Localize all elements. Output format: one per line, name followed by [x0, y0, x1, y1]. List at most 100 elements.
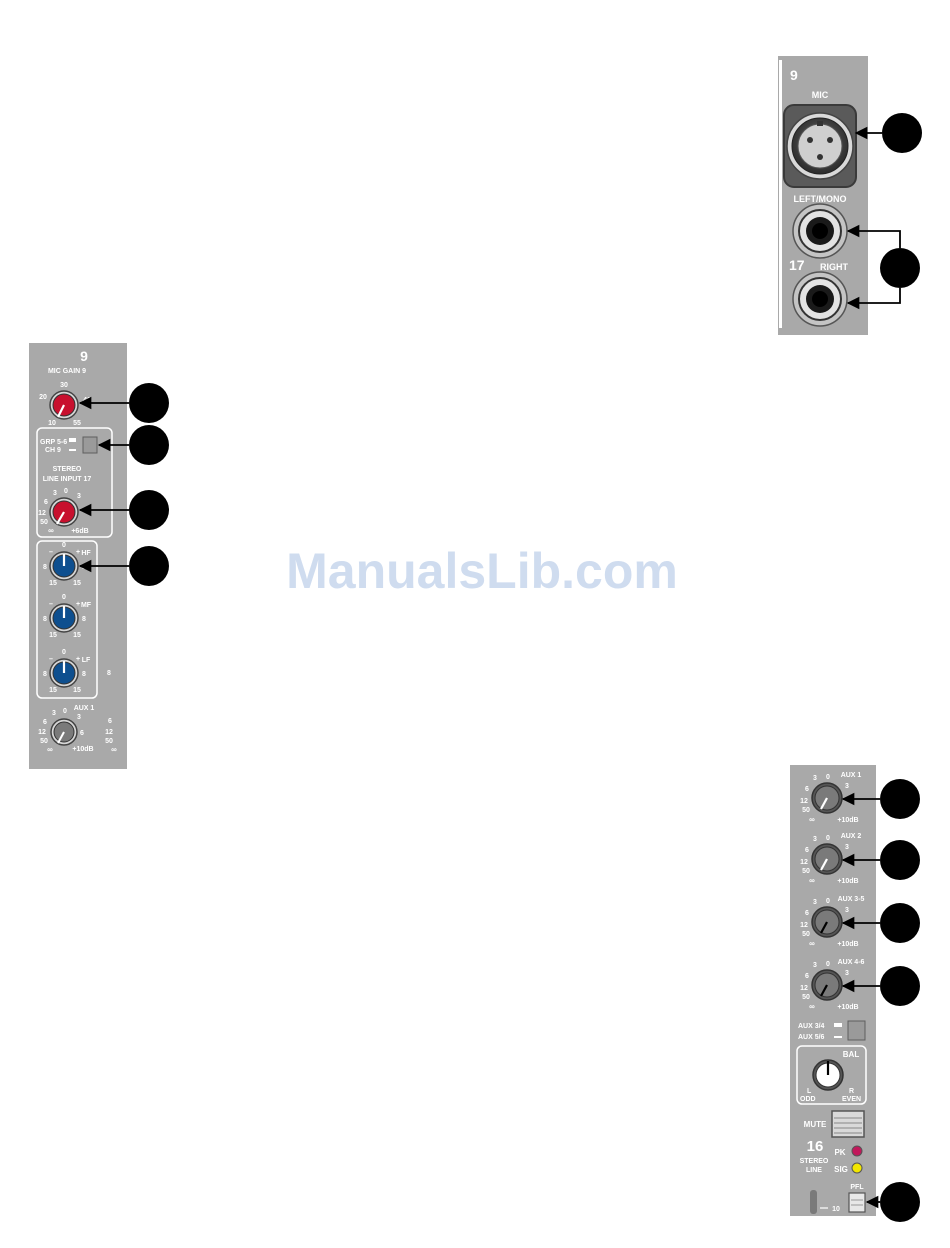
aux-1-knob[interactable]: [811, 782, 843, 814]
eq-scale: 15: [73, 687, 81, 694]
eq-scale: 15: [73, 632, 81, 639]
callout-circle: [880, 840, 920, 880]
aux-scale: 0: [826, 774, 830, 781]
aux-scale: 12: [38, 729, 46, 736]
aux-scale: ∞: [809, 815, 815, 824]
aux-scale: 3: [813, 775, 817, 782]
aux-scale: 12: [800, 922, 808, 929]
line-label: LINE: [806, 1167, 822, 1174]
callout-circle: [880, 966, 920, 1006]
aux-1-knob[interactable]: [50, 718, 78, 746]
pfl-label: PFL: [850, 1184, 864, 1191]
side-scale: 50: [105, 738, 113, 745]
eq-scale: 8: [82, 671, 86, 678]
grp-ch-switch-button[interactable]: [82, 436, 98, 454]
switch-pressed-indicator: [69, 438, 76, 442]
callouts-input-strip: [846, 113, 922, 310]
switch-label-ch: CH 9: [45, 447, 61, 454]
xlr-mic-input-icon[interactable]: [783, 104, 857, 188]
line-input-knob[interactable]: [49, 497, 79, 527]
eq-scale: 0: [62, 649, 66, 656]
pfl-button[interactable]: [848, 1192, 866, 1213]
mic-gain-knob[interactable]: [49, 390, 79, 420]
callout-circle: [880, 1182, 920, 1222]
sig-label: SIG: [834, 1165, 848, 1174]
aux-scale: +10dB: [837, 941, 858, 948]
eq-scale: 0: [62, 594, 66, 601]
line-scale: 0: [64, 488, 68, 495]
aux-scale: 50: [802, 807, 810, 814]
right-jack-icon[interactable]: [792, 271, 848, 327]
eq-scale: 0: [62, 542, 66, 549]
eq-lf-knob[interactable]: [49, 658, 79, 688]
bal-right-label: R: [849, 1088, 854, 1095]
aux-2-knob[interactable]: [811, 843, 843, 875]
mono-strip-channel: 9: [80, 348, 88, 364]
eq-scale: +: [76, 601, 80, 608]
aux-scale: 0: [826, 898, 830, 905]
aux-scale: 6: [805, 910, 809, 917]
bal-odd-label: ODD: [800, 1096, 816, 1103]
aux-switch-button[interactable]: [847, 1020, 866, 1041]
aux-scale: 0: [826, 835, 830, 842]
aux-3-knob[interactable]: [811, 906, 843, 938]
fader-mark: 10: [832, 1206, 840, 1213]
aux-switch-pressed-indicator: [834, 1023, 842, 1027]
eq-scale: 8: [82, 564, 86, 571]
eq-scale: –: [49, 656, 53, 663]
mute-button[interactable]: [831, 1110, 865, 1138]
mic-gain-title: MIC GAIN 9: [48, 368, 86, 375]
line-scale: 50: [40, 519, 48, 526]
eq-band-label: LF: [82, 657, 91, 664]
aux-scale: 3: [813, 962, 817, 969]
callout-circle: [129, 383, 169, 423]
aux-scale: 0: [63, 708, 67, 715]
callout-circle: [880, 779, 920, 819]
side-scale: ∞: [111, 745, 117, 754]
aux-scale: +10dB: [72, 746, 93, 753]
eq-scale: 8: [43, 616, 47, 623]
eq-mf-knob[interactable]: [49, 603, 79, 633]
eq-scale: +: [76, 549, 80, 556]
eq-hf-knob[interactable]: [49, 551, 79, 581]
fader-slot[interactable]: [810, 1190, 817, 1214]
eq-scale: –: [49, 601, 53, 608]
aux-scale: ∞: [809, 939, 815, 948]
callouts-stereo-strip: [841, 779, 920, 1222]
aux-scale: 3: [845, 783, 849, 790]
balance-knob[interactable]: [812, 1059, 844, 1091]
aux-scale: 50: [40, 738, 48, 745]
stereo-channel-number: 16: [807, 1138, 824, 1155]
input-strip-channel: 9: [790, 67, 798, 83]
aux-scale: 50: [802, 994, 810, 1001]
aux-scale: 6: [43, 719, 47, 726]
eq-scale: 15: [73, 580, 81, 587]
gain-scale: 20: [39, 394, 47, 401]
mute-label: MUTE: [804, 1120, 827, 1129]
switch-section-box: [36, 427, 113, 538]
line-scale: 12: [38, 510, 46, 517]
eq-scale: 8: [82, 616, 86, 623]
aux-scale: +10dB: [837, 1004, 858, 1011]
aux-scale: 6: [805, 973, 809, 980]
bal-label: BAL: [843, 1050, 860, 1059]
stereo-channel-17: 17: [789, 257, 805, 273]
aux-scale: 3: [813, 836, 817, 843]
line-scale: ∞: [48, 526, 54, 535]
aux-switch-released-indicator: [834, 1036, 842, 1038]
left-mono-jack-icon[interactable]: [792, 203, 848, 259]
mono-channel-strip: 9 MIC GAIN 9 30 20 40 10 55 GRP 5-6 CH 9…: [29, 343, 127, 769]
gain-scale: 55: [73, 420, 81, 427]
aux-label: AUX 4-6: [838, 959, 865, 966]
aux-scale: 12: [800, 985, 808, 992]
aux-4-knob[interactable]: [811, 969, 843, 1001]
switch-label-grp: GRP 5-6: [40, 439, 67, 446]
aux-scale: 12: [800, 859, 808, 866]
pk-led: [851, 1145, 863, 1157]
eq-scale: +: [76, 656, 80, 663]
bal-even-label: EVEN: [842, 1096, 861, 1103]
stereo-title: STEREO: [53, 466, 82, 473]
